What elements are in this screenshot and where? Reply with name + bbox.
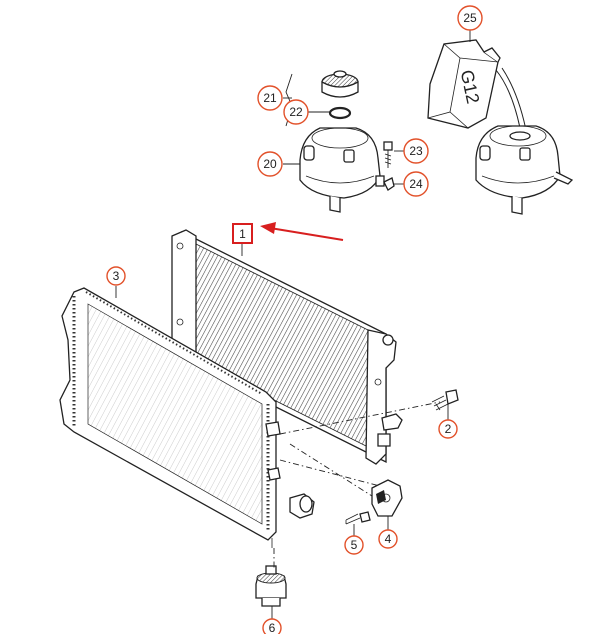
assembly-lines bbox=[273, 401, 441, 570]
clip bbox=[383, 177, 395, 191]
coolant-bottle: G12 bbox=[427, 39, 527, 131]
callout-23: 23 bbox=[403, 138, 429, 164]
radiator bbox=[171, 229, 403, 465]
highlight-arrow bbox=[260, 222, 344, 241]
svg-text:2: 2 bbox=[445, 422, 452, 436]
callout-24: 24 bbox=[403, 171, 429, 197]
svg-text:1: 1 bbox=[239, 227, 246, 241]
svg-text:20: 20 bbox=[263, 157, 277, 171]
svg-text:6: 6 bbox=[269, 621, 276, 634]
svg-text:3: 3 bbox=[113, 269, 120, 283]
seal-ring bbox=[328, 106, 352, 120]
svg-text:23: 23 bbox=[409, 144, 423, 158]
svg-text:5: 5 bbox=[351, 538, 358, 552]
callout-20: 20 bbox=[257, 151, 283, 177]
callout-6: 6 bbox=[262, 618, 282, 634]
svg-text:25: 25 bbox=[463, 11, 477, 25]
callout-3: 3 bbox=[106, 266, 126, 286]
callout-4: 4 bbox=[378, 529, 398, 549]
expansion-tank bbox=[299, 127, 385, 213]
svg-text:21: 21 bbox=[263, 91, 277, 105]
leader-lines bbox=[115, 30, 471, 620]
expansion-tank-filling bbox=[475, 125, 574, 215]
callout-25: 25 bbox=[457, 5, 483, 31]
screw-upper bbox=[431, 389, 459, 411]
svg-text:4: 4 bbox=[385, 532, 392, 546]
screw-lower bbox=[345, 511, 371, 525]
callout-5: 5 bbox=[344, 535, 364, 555]
svg-text:24: 24 bbox=[409, 177, 423, 191]
callout-1: 1 bbox=[232, 223, 253, 244]
filler-cap bbox=[321, 70, 359, 98]
bolt bbox=[383, 141, 393, 168]
svg-text:22: 22 bbox=[289, 105, 303, 119]
charge-air-cooler bbox=[59, 287, 315, 548]
bracket bbox=[371, 479, 403, 517]
callout-21: 21 bbox=[257, 85, 283, 111]
callout-2: 2 bbox=[438, 419, 458, 439]
callout-22: 22 bbox=[283, 99, 309, 125]
drain-plug bbox=[255, 565, 287, 607]
